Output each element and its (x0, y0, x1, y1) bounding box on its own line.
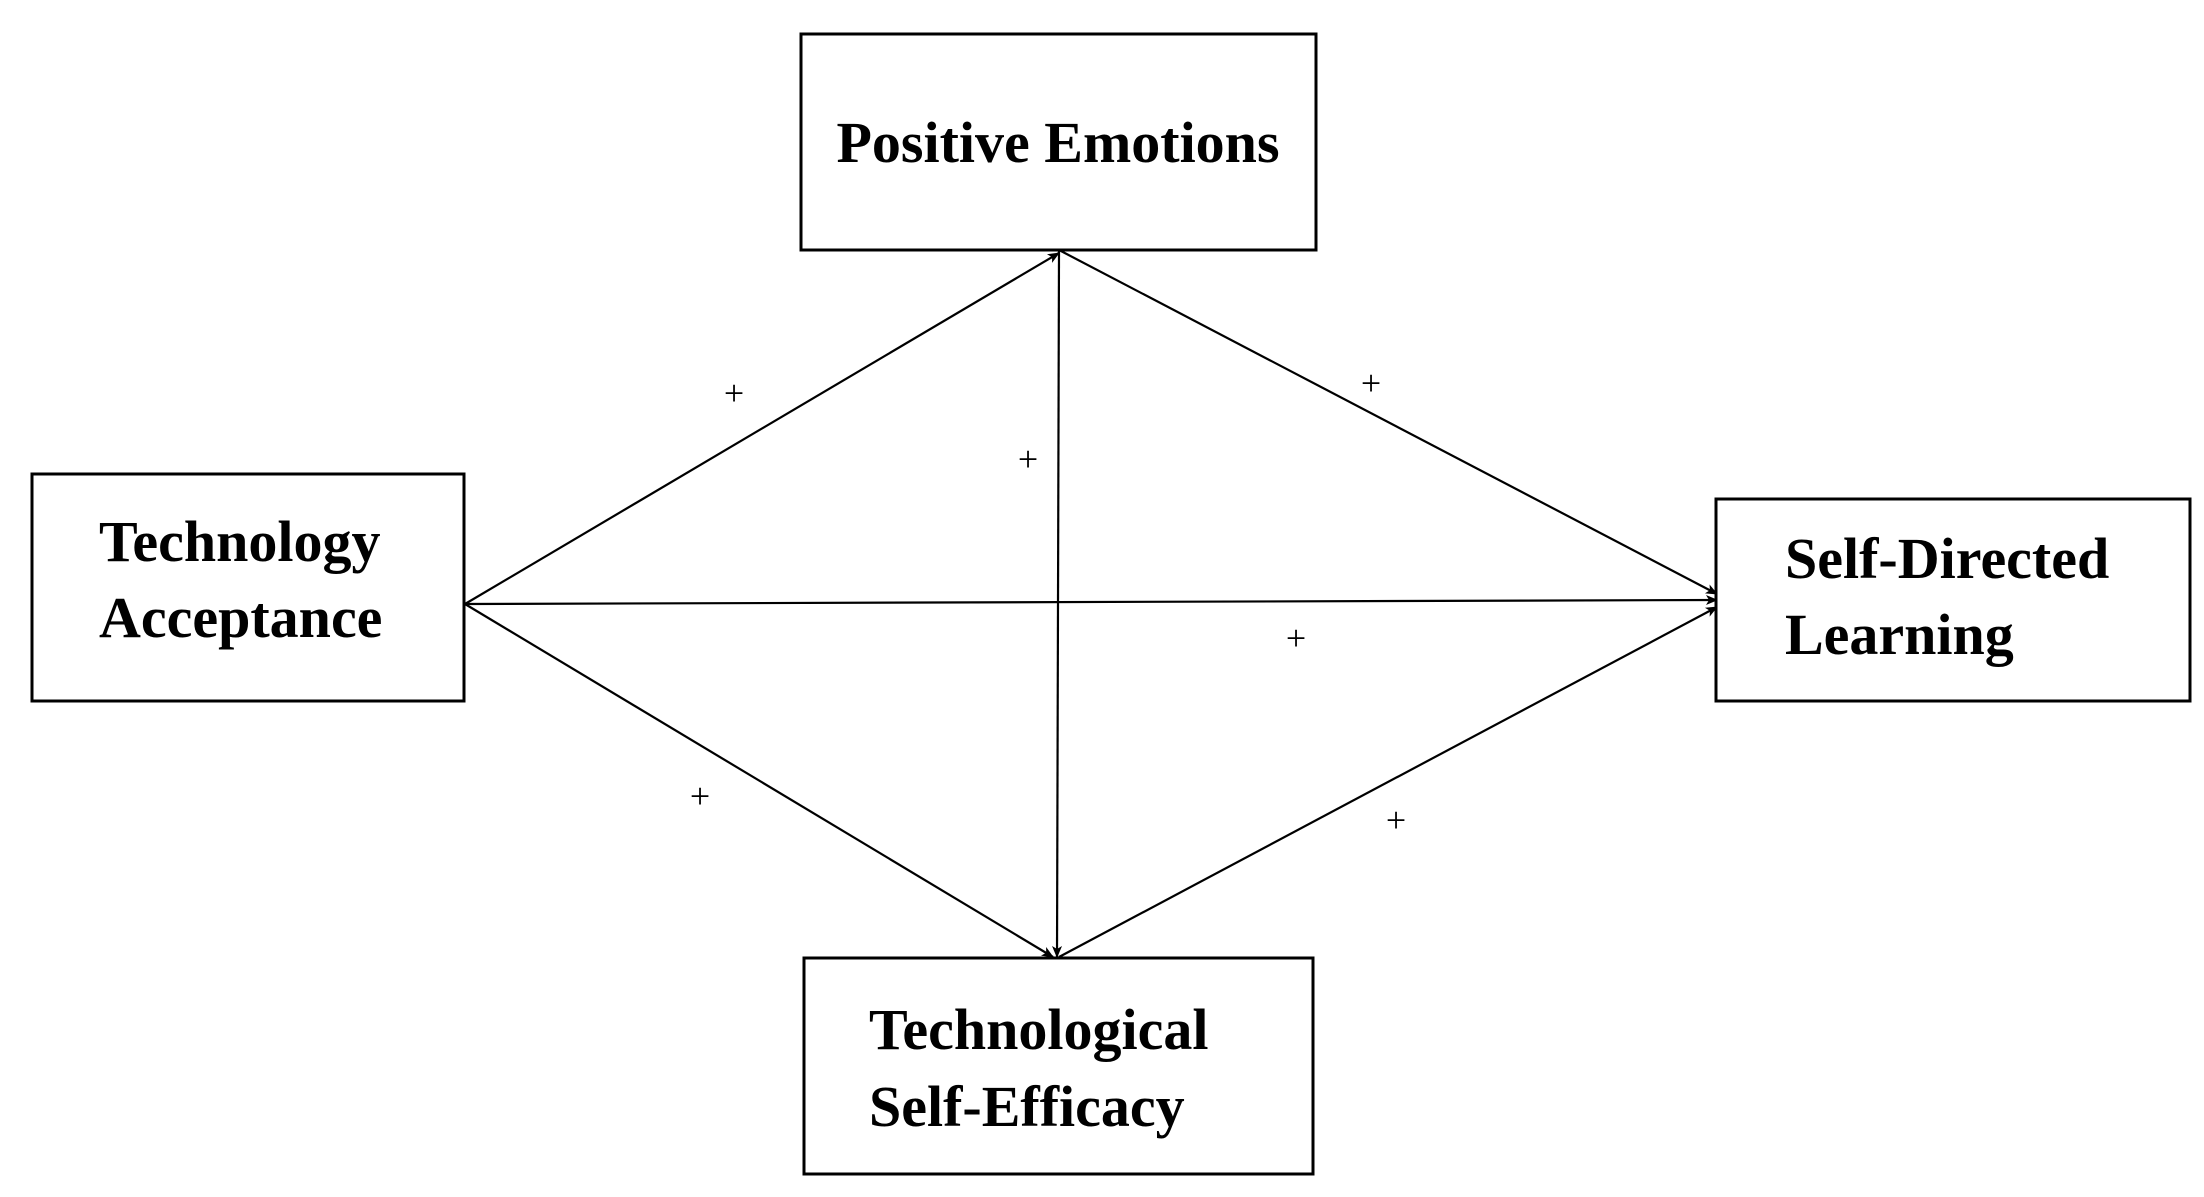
edge-pe-to-tse (1052, 249, 1063, 958)
node-label-line-1: Technology (99, 509, 380, 574)
node-label: Positive Emotions (836, 110, 1279, 175)
edge-sign-ta-pe: + (724, 373, 744, 413)
node-positive-emotions: Positive Emotions (799, 32, 1318, 252)
node-box (799, 32, 1318, 252)
edge-pe-to-sdl (1058, 249, 1718, 595)
node-label-line-2: Self-Efficacy (869, 1074, 1185, 1139)
edge-ta-to-tse (464, 603, 1054, 958)
edge-ta-to-pe (464, 252, 1060, 605)
edge-ta-to-sdl (464, 595, 1718, 606)
edge-tse-to-sdl (1058, 606, 1718, 958)
node-label-line-2: Acceptance (99, 585, 382, 650)
node-label-line-2: Learning (1785, 602, 2014, 667)
edge-signs: + + + + + + (690, 363, 1406, 840)
edge-sign-tse-sdl: + (1386, 800, 1406, 840)
edge-sign-ta-tse: + (690, 776, 710, 816)
node-box (1714, 497, 2192, 703)
node-technology-acceptance: Technology Acceptance (30, 472, 466, 703)
edge-sign-pe-tse: + (1018, 439, 1038, 479)
node-self-directed-learning: Self-Directed Learning (1714, 497, 2192, 703)
node-label-line-1: Technological (869, 997, 1208, 1062)
edges (464, 249, 1718, 958)
node-technological-self-efficacy: Technological Self-Efficacy (802, 956, 1315, 1176)
edge-sign-ta-sdl: + (1286, 618, 1306, 658)
edge-sign-pe-sdl: + (1361, 363, 1381, 403)
node-label-line-1: Self-Directed (1785, 526, 2109, 591)
node-box (802, 956, 1315, 1176)
node-box (30, 472, 466, 703)
